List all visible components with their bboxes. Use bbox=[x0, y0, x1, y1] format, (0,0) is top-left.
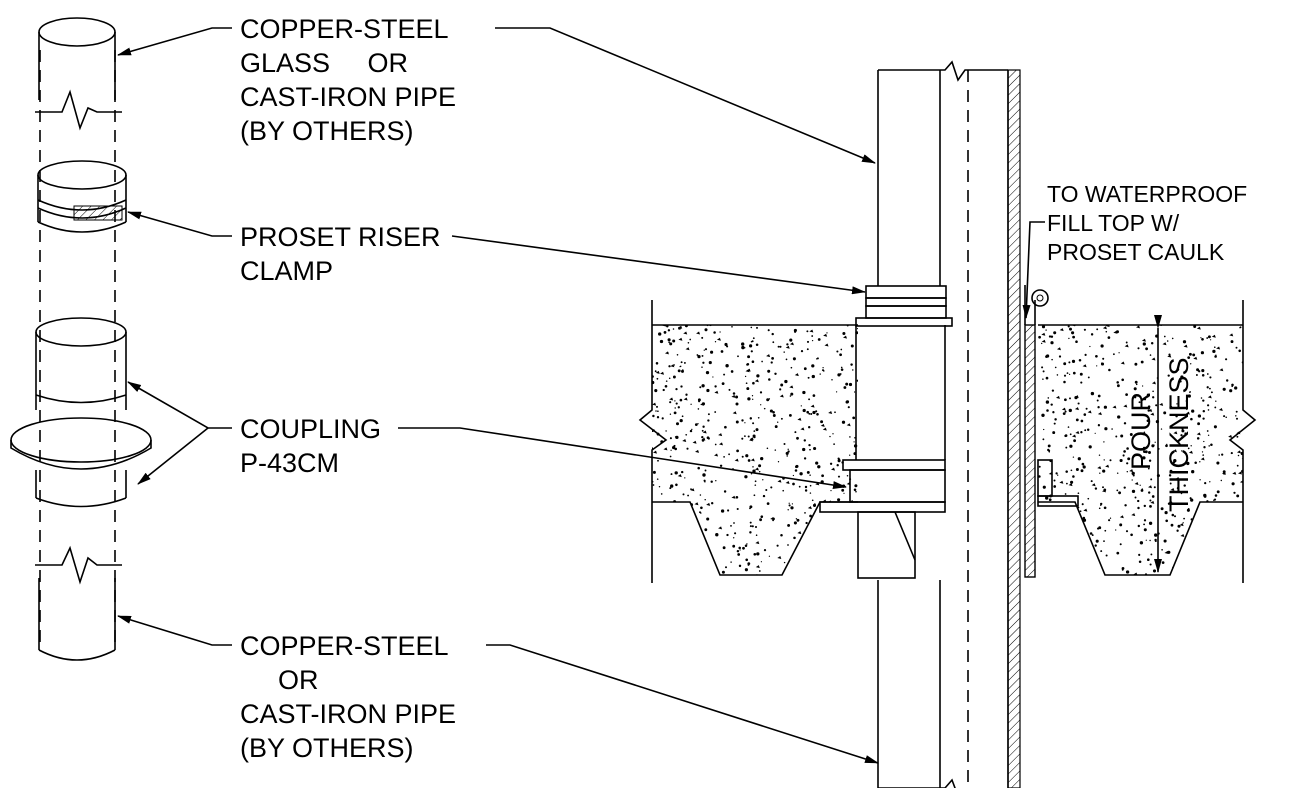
label-pipe-bottom: COPPER-STEEL OR CAST-IRON PIPE (BY OTHER… bbox=[240, 631, 456, 763]
label-waterproof-line3: PROSET CAULK bbox=[1047, 239, 1225, 265]
label-riser-clamp: PROSET RISER CLAMP bbox=[240, 222, 441, 286]
coupling-section bbox=[819, 459, 946, 579]
section-view bbox=[638, 60, 1257, 788]
coupling-drawing bbox=[10, 317, 152, 508]
riser-clamp-drawing bbox=[37, 160, 127, 233]
label-pipe-bottom-line2: OR bbox=[278, 665, 319, 695]
exploded-view bbox=[10, 17, 152, 661]
label-pipe-top-line2: GLASS OR bbox=[240, 48, 408, 78]
label-pipe-top-line3: CAST-IRON PIPE bbox=[240, 82, 456, 112]
top-pipe-drawing bbox=[35, 17, 122, 131]
label-riser-clamp-line1: PROSET RISER bbox=[240, 222, 441, 252]
label-pipe-bottom-line3: CAST-IRON PIPE bbox=[240, 699, 456, 729]
label-thickness: THICKNESS bbox=[1164, 357, 1194, 512]
label-pipe-bottom-line1: COPPER-STEEL bbox=[240, 631, 449, 661]
label-waterproof-line1: TO WATERPROOF bbox=[1047, 181, 1247, 207]
leader-lines bbox=[117, 27, 1045, 764]
label-coupling: COUPLING P-43CM bbox=[240, 414, 381, 478]
label-pour-thickness: POUR THICKNESS bbox=[1126, 357, 1194, 512]
riser-clamp-section bbox=[855, 285, 953, 327]
label-coupling-line2: P-43CM bbox=[240, 448, 339, 478]
label-pipe-bottom-line4: (BY OTHERS) bbox=[240, 733, 414, 763]
bottom-pipe-drawing bbox=[35, 545, 122, 661]
label-pipe-top: COPPER-STEEL GLASS OR CAST-IRON PIPE (BY… bbox=[240, 14, 456, 146]
label-riser-clamp-line2: CLAMP bbox=[240, 256, 333, 286]
riser-pipe-section bbox=[855, 60, 1021, 788]
label-pipe-top-line4: (BY OTHERS) bbox=[240, 116, 414, 146]
label-pipe-top-line1: COPPER-STEEL bbox=[240, 14, 449, 44]
label-coupling-line1: COUPLING bbox=[240, 414, 381, 444]
label-pour: POUR bbox=[1126, 392, 1156, 470]
label-waterproof: TO WATERPROOF FILL TOP W/ PROSET CAULK bbox=[1047, 181, 1247, 265]
concrete-slab-left bbox=[652, 324, 858, 576]
label-waterproof-line2: FILL TOP W/ bbox=[1047, 210, 1180, 236]
